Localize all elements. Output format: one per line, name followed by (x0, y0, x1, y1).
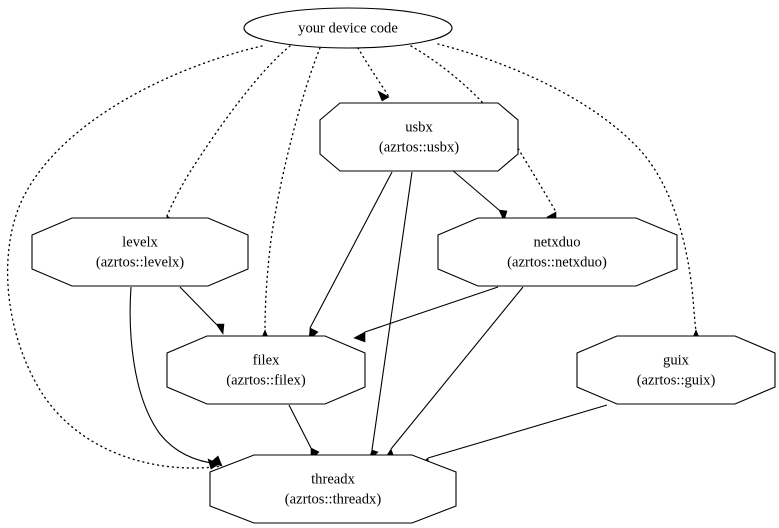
node-levelx-label-line1: levelx (122, 234, 158, 250)
edge-usbx-to-filex (308, 171, 393, 341)
node-levelx-label-line2: (azrtos::levelx) (96, 254, 184, 270)
edge-usbx-to-netxduo (450, 168, 508, 222)
node-usbx[interactable]: usbx (azrtos::usbx) (319, 102, 519, 172)
node-levelx-shape (31, 217, 249, 287)
node-netxduo-label-line1: netxduo (533, 234, 580, 250)
node-filex[interactable]: filex (azrtos::filex) (166, 335, 366, 405)
node-netxduo-label-line2: (azrtos::netxduo) (507, 254, 607, 270)
node-guix[interactable]: guix (azrtos::guix) (576, 335, 776, 405)
edge-levelx-to-filex (179, 286, 225, 335)
node-threadx-label-line1: threadx (311, 471, 355, 487)
node-levelx[interactable]: levelx (azrtos::levelx) (31, 217, 249, 287)
node-filex-label-line1: filex (253, 352, 280, 368)
edge-filex-to-threadx (288, 404, 320, 461)
node-netxduo-shape (437, 217, 678, 287)
node-netxduo[interactable]: netxduo (azrtos::netxduo) (437, 217, 678, 287)
node-guix-shape (576, 335, 776, 405)
node-your-device-code[interactable]: your device code (243, 7, 453, 49)
edge-device-to-guix (437, 43, 702, 343)
edge-guix-to-threadx (417, 404, 608, 469)
node-threadx-shape (209, 454, 457, 524)
node-guix-label-line1: guix (663, 352, 690, 368)
node-threadx[interactable]: threadx (azrtos::threadx) (209, 454, 457, 524)
edge-levelx-to-threadx (129, 286, 220, 470)
node-filex-label-line2: (azrtos::filex) (226, 372, 306, 388)
node-usbx-shape (319, 102, 519, 172)
node-guix-label-line2: (azrtos::guix) (637, 372, 716, 388)
edge-group-solid (129, 168, 608, 470)
node-your-device-code-label: your device code (298, 20, 398, 36)
node-threadx-label-line2: (azrtos::threadx) (285, 491, 382, 507)
node-filex-shape (166, 335, 366, 405)
edge-usbx-to-threadx (367, 171, 413, 463)
node-usbx-label-line2: (azrtos::usbx) (379, 139, 459, 155)
edge-netxduo-to-filex (353, 286, 499, 343)
edge-device-to-filex (259, 47, 321, 343)
node-your-device-code-shape (243, 7, 453, 49)
edge-device-to-usbx (357, 47, 390, 102)
edge-netxduo-to-threadx (383, 286, 524, 461)
node-usbx-label-line1: usbx (405, 119, 433, 135)
edge-device-to-levelx (165, 45, 291, 229)
